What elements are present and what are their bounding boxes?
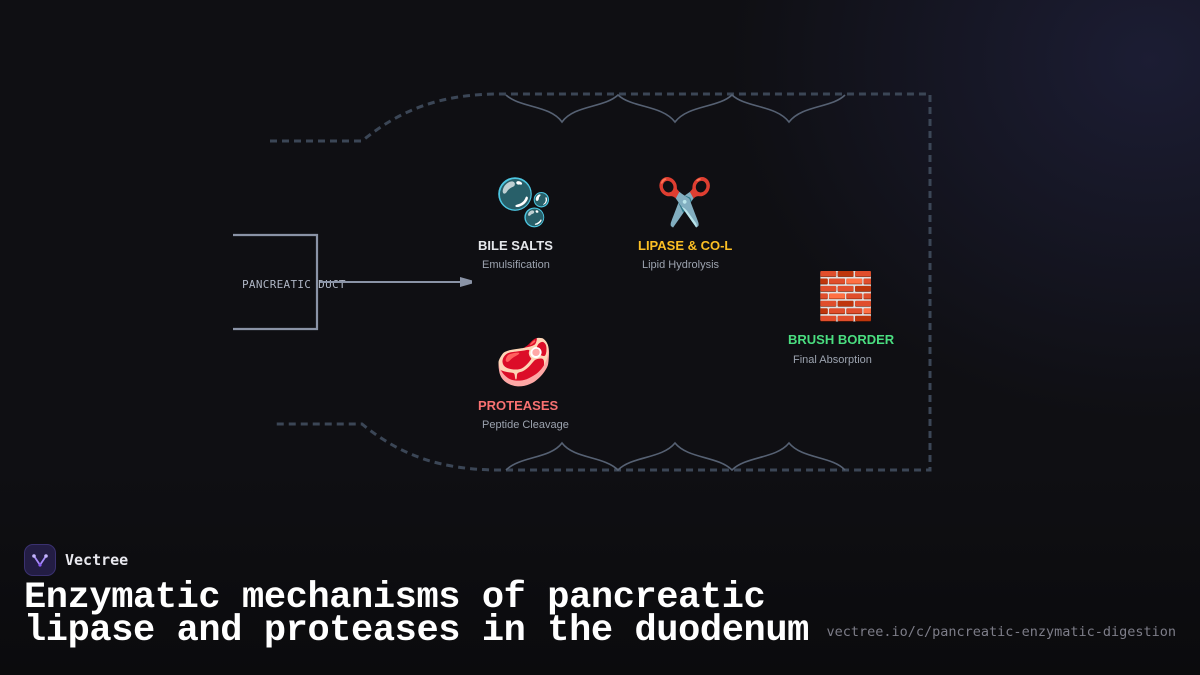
scissors-icon: ✂️ [656,174,713,229]
node-subtitle: Lipid Hydrolysis [642,259,720,271]
node-subtitle: Peptide Cleavage [482,419,569,431]
bubbles-icon: 🫧 [495,175,552,229]
node-subtitle: Final Absorption [793,354,872,366]
node-bile-salts: 🫧 BILE SALTS Emulsification [478,175,553,271]
duct-label: PANCREATIC DUCT [242,278,346,291]
node-proteases: 🥩 PROTEASES Peptide Cleavage [478,335,569,431]
page-title: Enzymatic mechanisms of pancreatic lipas… [24,577,809,652]
node-title: LIPASE & CO-L [638,238,732,253]
brand[interactable]: Vectree [24,544,128,576]
meat-icon: 🥩 [495,335,552,390]
node-title: BILE SALTS [478,238,553,253]
villi-bottom [505,441,846,472]
pancreatic-duct [233,233,319,331]
node-lipase: ✂️ LIPASE & CO-L Lipid Hydrolysis [638,174,732,271]
brick-icon: 🧱 [817,269,874,323]
brand-name: Vectree [65,551,129,569]
node-title: BRUSH BORDER [788,332,895,347]
duodenum-wall [270,92,932,472]
node-title: PROTEASES [478,398,559,413]
vectree-logo-icon [24,544,56,576]
source-url[interactable]: vectree.io/c/pancreatic-enzymatic-digest… [826,624,1177,640]
villi-top [505,93,846,124]
node-subtitle: Emulsification [482,259,550,271]
node-brush-border: 🧱 BRUSH BORDER Final Absorption [788,269,895,366]
